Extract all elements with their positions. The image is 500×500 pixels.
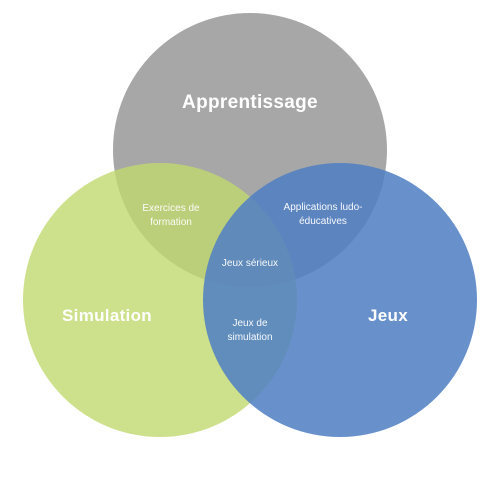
intersection-apprentissage-jeux-line2: éducatives bbox=[299, 216, 347, 227]
label-jeux: Jeux bbox=[368, 306, 408, 325]
intersection-all: Jeux sérieux bbox=[222, 258, 278, 269]
label-simulation: Simulation bbox=[62, 306, 152, 325]
intersection-simulation-jeux-line1: Jeux de bbox=[232, 318, 267, 329]
intersection-apprentissage-simulation-line1: Exercices de bbox=[142, 203, 200, 214]
intersection-apprentissage-jeux-line1: Applications ludo- bbox=[284, 202, 363, 213]
intersection-simulation-jeux-line2: simulation bbox=[227, 332, 272, 343]
intersection-apprentissage-simulation-line2: formation bbox=[150, 217, 192, 228]
label-apprentissage: Apprentissage bbox=[182, 92, 318, 113]
circle-jeux bbox=[203, 163, 477, 437]
